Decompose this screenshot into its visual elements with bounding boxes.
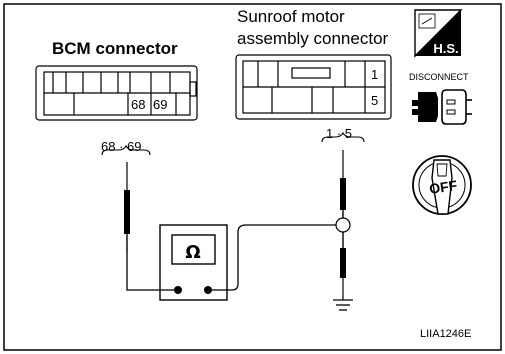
sunroof-cell-1: 1	[371, 67, 379, 82]
sunroof-connector	[235, 54, 392, 120]
bcm-cell-68: 68	[131, 97, 146, 112]
sunroof-cell-5: 5	[371, 93, 379, 108]
document-code: LIIA1246E	[420, 328, 472, 340]
disconnect-icon	[412, 89, 472, 125]
wire-left	[126, 252, 174, 291]
bcm-pin-bracket	[101, 144, 151, 156]
ignition-key-off-icon	[412, 155, 472, 215]
disconnect-label: DISCONNECT	[409, 72, 469, 82]
key-off-label: OFF	[428, 177, 458, 197]
probe-left	[124, 162, 130, 252]
bcm-pins-label: 68 · 69	[101, 139, 142, 154]
sunroof-pins-label: 1 · 5	[326, 126, 353, 141]
bcm-connector	[35, 65, 198, 121]
sunroof-connector-title-line1: Sunroof motor	[237, 7, 345, 26]
bcm-cell-69: 69	[153, 97, 168, 112]
ohm-symbol: Ω	[185, 242, 200, 263]
meter-terminal-right	[204, 286, 212, 294]
probe-right	[335, 150, 351, 300]
hs-icon	[414, 9, 463, 58]
wire-right	[212, 224, 336, 291]
ground-symbol	[333, 299, 353, 311]
meter-terminal-left	[174, 286, 182, 294]
sunroof-connector-title-line2: assembly connector	[237, 29, 389, 48]
bcm-connector-title: BCM connector	[52, 39, 178, 58]
sunroof-pin-bracket	[321, 131, 365, 143]
diagram-border	[3, 3, 502, 351]
ohmmeter	[159, 224, 228, 301]
hs-label: H.S.	[433, 41, 458, 56]
